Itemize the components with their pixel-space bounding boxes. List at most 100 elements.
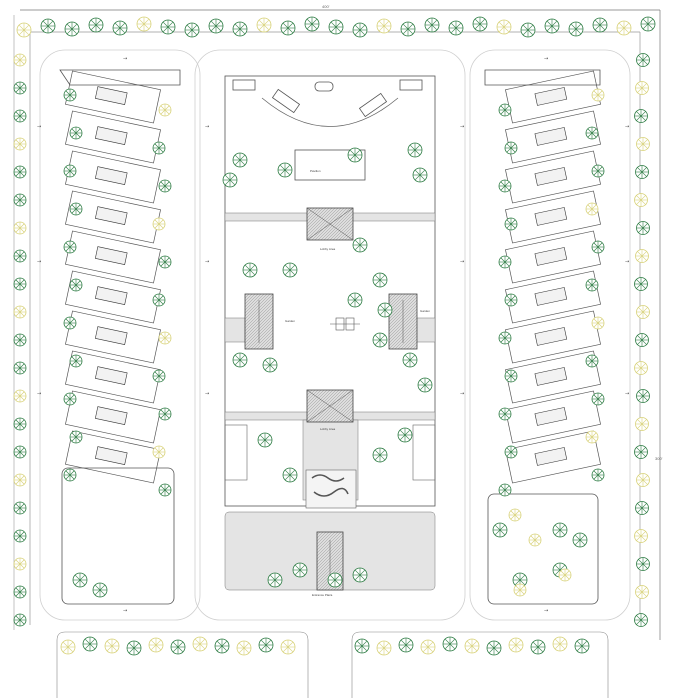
tree-icon — [504, 445, 518, 459]
tree-icon — [92, 582, 108, 598]
tree-icon — [402, 352, 418, 368]
tree-icon — [635, 81, 649, 95]
road-outline — [39, 49, 631, 621]
tree-icon — [258, 637, 274, 653]
cabin — [94, 166, 128, 185]
tree-icon — [222, 172, 238, 188]
tree-icon — [530, 639, 546, 655]
tree-icon — [636, 473, 650, 487]
label-lobby-1: Lobby Area — [320, 247, 336, 251]
tree-icon — [636, 137, 650, 151]
tree-icon — [63, 164, 77, 178]
tree-icon — [492, 522, 508, 538]
tree-icon — [634, 613, 648, 627]
bottom-road — [56, 631, 609, 698]
tree-icon — [634, 109, 648, 123]
cabin — [534, 207, 568, 226]
tree-icon — [152, 293, 166, 307]
cabin — [94, 206, 128, 225]
tree-icon — [498, 255, 512, 269]
tree-icon — [591, 164, 605, 178]
tree-icon — [88, 17, 104, 33]
left-zone — [59, 69, 181, 605]
tree-icon — [148, 637, 164, 653]
tree-icon — [69, 126, 83, 140]
tree-icon — [280, 20, 296, 36]
cabin — [534, 287, 568, 306]
tree-icon — [352, 567, 368, 583]
tree-icon — [69, 430, 83, 444]
cabin-strip — [65, 390, 161, 444]
arrow-icon: → — [123, 608, 127, 614]
tree-icon — [354, 638, 370, 654]
tree-icon — [232, 352, 248, 368]
arrow-icon: → — [37, 259, 41, 265]
cabin — [534, 447, 568, 466]
tree-icon — [635, 165, 649, 179]
cabin — [534, 127, 568, 146]
tree-icon — [635, 501, 649, 515]
tree-icon — [504, 369, 518, 383]
tree-icon — [634, 445, 648, 459]
tree-icon — [448, 20, 464, 36]
left-cabin-strips — [65, 70, 161, 484]
tree-icon — [40, 18, 56, 34]
cabin — [94, 86, 128, 105]
cabin — [534, 247, 568, 266]
cabin — [534, 407, 568, 426]
play-equipment — [330, 317, 360, 331]
tree-icon — [552, 636, 568, 652]
tree-icon — [292, 562, 308, 578]
tree-icon — [544, 18, 560, 34]
tree-icon — [464, 638, 480, 654]
cabin — [534, 167, 568, 186]
arrow-icon: → — [544, 608, 548, 614]
tree-icon — [158, 483, 172, 497]
tree-icon — [13, 53, 27, 67]
tree-icon — [158, 331, 172, 345]
cabin — [534, 367, 568, 386]
tree-icon — [63, 468, 77, 482]
cabin — [94, 326, 128, 345]
tree-icon — [558, 568, 572, 582]
cabin — [94, 286, 128, 305]
building-labels: Pavilion Lobby Area Lobby Area Garden Ga… — [285, 169, 430, 597]
cabin-strip — [65, 270, 161, 324]
tree-icon — [82, 636, 98, 652]
tree-icon — [152, 445, 166, 459]
arrow-icon: → — [460, 391, 464, 397]
tree-icon — [508, 508, 522, 522]
tree-icon — [256, 17, 272, 33]
tree-icon — [16, 22, 32, 38]
tree-icon — [585, 126, 599, 140]
arrow-icon: → — [205, 124, 209, 130]
cabin — [94, 246, 128, 265]
tree-icon — [282, 467, 298, 483]
tree-icon — [170, 639, 186, 655]
tree-icon — [64, 21, 80, 37]
cabin — [94, 406, 128, 425]
tree-icon — [504, 293, 518, 307]
tree-icon — [591, 468, 605, 482]
tree-icon — [407, 142, 423, 158]
tree-icon — [352, 22, 368, 38]
tree-icon — [152, 217, 166, 231]
tree-icon — [13, 221, 27, 235]
tree-icon — [236, 640, 252, 656]
tree-icon — [420, 639, 436, 655]
tree-icon — [69, 354, 83, 368]
tree-icon — [13, 613, 27, 627]
tree-icon — [412, 167, 428, 183]
circulation-arrows: →→→→→→→→→→→→→→→→ — [37, 56, 629, 614]
tree-icon — [63, 240, 77, 254]
cabin-strip — [65, 350, 161, 404]
cabin-strip — [505, 390, 601, 444]
tree-icon — [398, 637, 414, 653]
tree-icon — [208, 18, 224, 34]
tree-icon — [282, 262, 298, 278]
tree-icon — [152, 369, 166, 383]
arrow-icon: → — [123, 56, 127, 62]
tree-icon — [504, 217, 518, 231]
tree-icon — [572, 532, 588, 548]
